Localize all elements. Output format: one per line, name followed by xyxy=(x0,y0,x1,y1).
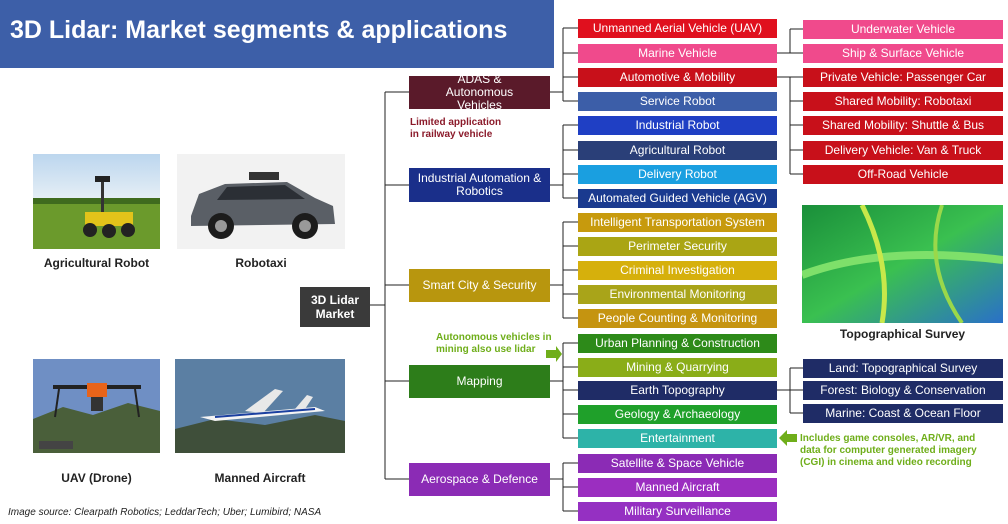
topography-item: Forest: Biology & Conservation xyxy=(803,381,1003,400)
vehicles-item: Shared Mobility: Shuttle & Bus xyxy=(803,116,1003,135)
segment-label: Smart City & Security xyxy=(422,278,537,292)
root-node: 3D Lidar Market xyxy=(300,287,370,327)
applications-item: Agricultural Robot xyxy=(578,141,777,160)
caption-agricultural-robot: Agricultural Robot xyxy=(43,256,150,270)
topographical-survey-photo xyxy=(802,205,1003,323)
topography-item: Land: Topographical Survey xyxy=(803,359,1003,378)
applications-label: Industrial Robot xyxy=(635,118,720,132)
agricultural-robot-photo xyxy=(33,154,160,249)
applications-label: Agricultural Robot xyxy=(629,143,726,157)
vehicles-label: Shared Mobility: Shuttle & Bus xyxy=(821,118,985,132)
applications-item: Entertainment xyxy=(578,429,777,448)
root-label: 3D Lidar Market xyxy=(310,293,359,321)
caption-manned-aircraft: Manned Aircraft xyxy=(214,471,306,485)
segment-label: ADAS & Autonomous Vehicles xyxy=(445,72,514,112)
vehicles-label: Ship & Surface Vehicle xyxy=(841,46,965,60)
applications-label: Mining & Quarrying xyxy=(626,360,729,374)
vehicles-item: Private Vehicle: Passenger Car xyxy=(803,68,1003,87)
applications-item: Environmental Monitoring xyxy=(578,285,777,304)
applications-item: Criminal Investigation xyxy=(578,261,777,280)
railway-note: Limited application in railway vehicle xyxy=(410,117,502,140)
vehicles-item: Ship & Surface Vehicle xyxy=(803,44,1003,63)
entertainment-note: Includes game consoles, AR/VR, and data … xyxy=(800,433,977,468)
vehicles-label: Shared Mobility: Robotaxi xyxy=(834,94,972,108)
applications-item: Geology & Archaeology xyxy=(578,405,777,424)
vehicles-item: Underwater Vehicle xyxy=(803,20,1003,39)
applications-label: Automotive & Mobility xyxy=(619,70,736,84)
caption-topographical-survey: Topographical Survey xyxy=(839,327,966,341)
caption-uav: UAV (Drone) xyxy=(61,471,132,485)
applications-label: Geology & Archaeology xyxy=(614,407,741,421)
vehicles-item: Delivery Vehicle: Van & Truck xyxy=(803,141,1003,160)
applications-item: Intelligent Transportation System xyxy=(578,213,777,232)
applications-label: Earth Topography xyxy=(630,383,725,397)
image-source: Image source: Clearpath Robotics; Leddar… xyxy=(8,507,322,518)
applications-label: Satellite & Space Vehicle xyxy=(610,456,745,470)
topography-label: Marine: Coast & Ocean Floor xyxy=(825,406,981,420)
manned-aircraft-photo xyxy=(175,359,345,453)
applications-item: Manned Aircraft xyxy=(578,478,777,497)
applications-item: Satellite & Space Vehicle xyxy=(578,454,777,473)
vehicles-item: Off-Road Vehicle xyxy=(803,165,1003,184)
applications-label: Military Surveillance xyxy=(624,504,731,518)
applications-item: Perimeter Security xyxy=(578,237,777,256)
applications-item: Automotive & Mobility xyxy=(578,68,777,87)
applications-item: Industrial Robot xyxy=(578,116,777,135)
segment-label: Industrial Automation & Robotics xyxy=(417,171,542,198)
applications-item: Service Robot xyxy=(578,92,777,111)
segment-label: Aerospace & Defence xyxy=(421,472,538,486)
applications-label: Automated Guided Vehicle (AGV) xyxy=(588,191,767,205)
applications-label: Environmental Monitoring xyxy=(609,287,746,301)
vehicles-label: Delivery Vehicle: Van & Truck xyxy=(824,143,982,157)
applications-item: Mining & Quarrying xyxy=(578,358,777,377)
topography-label: Land: Topographical Survey xyxy=(828,361,978,375)
segment-smart-city: Smart City & Security xyxy=(409,269,550,302)
caption-robotaxi: Robotaxi xyxy=(235,256,287,270)
page-title: 3D Lidar: Market segments & applications xyxy=(10,16,508,44)
vehicles-label: Underwater Vehicle xyxy=(850,22,956,36)
applications-item: Delivery Robot xyxy=(578,165,777,184)
applications-label: Criminal Investigation xyxy=(620,263,735,277)
vehicles-label: Off-Road Vehicle xyxy=(857,167,949,181)
applications-item: Unmanned Aerial Vehicle (UAV) xyxy=(578,19,777,38)
applications-item: Military Surveillance xyxy=(578,502,777,521)
applications-label: Marine Vehicle xyxy=(638,46,717,60)
applications-label: Intelligent Transportation System xyxy=(590,215,765,229)
applications-item: Earth Topography xyxy=(578,381,777,400)
segment-industrial: Industrial Automation & Robotics xyxy=(409,168,550,202)
segment-aerospace: Aerospace & Defence xyxy=(409,463,550,496)
topography-label: Forest: Biology & Conservation xyxy=(820,383,986,397)
title-bar xyxy=(0,0,554,68)
applications-label: Unmanned Aerial Vehicle (UAV) xyxy=(592,21,763,35)
robotaxi-photo xyxy=(177,154,345,249)
applications-item: Urban Planning & Construction xyxy=(578,334,777,353)
segment-label: Mapping xyxy=(456,374,503,388)
applications-item: Marine Vehicle xyxy=(578,44,777,63)
applications-label: Perimeter Security xyxy=(628,239,727,253)
applications-item: Automated Guided Vehicle (AGV) xyxy=(578,189,777,208)
applications-item: People Counting & Monitoring xyxy=(578,309,777,328)
vehicles-label: Private Vehicle: Passenger Car xyxy=(819,70,987,84)
segment-adas: ADAS & Autonomous Vehicles xyxy=(409,72,550,112)
uav-photo xyxy=(33,359,160,453)
mining-note: Autonomous vehicles in mining also use l… xyxy=(436,332,552,355)
applications-label: Urban Planning & Construction xyxy=(595,336,760,350)
applications-label: Service Robot xyxy=(639,94,716,108)
segment-mapping: Mapping xyxy=(409,365,550,398)
applications-label: People Counting & Monitoring xyxy=(597,311,758,325)
applications-label: Entertainment xyxy=(640,431,715,445)
topography-item: Marine: Coast & Ocean Floor xyxy=(803,404,1003,423)
entertainment-arrow xyxy=(779,430,797,446)
applications-label: Delivery Robot xyxy=(638,167,717,181)
mining-arrow xyxy=(546,346,562,362)
vehicles-item: Shared Mobility: Robotaxi xyxy=(803,92,1003,111)
applications-label: Manned Aircraft xyxy=(635,480,720,494)
